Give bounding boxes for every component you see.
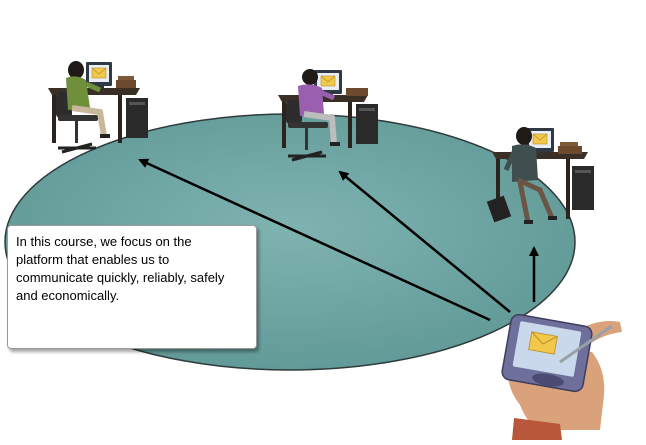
person-icon [503,127,557,224]
person-icon [56,61,110,154]
email-envelope-icon [91,67,107,79]
handheld-device [501,313,622,440]
callout-text: In this course, we focus on the platform… [16,234,225,303]
stylus [559,324,613,364]
arrow-icon [138,158,491,322]
workstation-right [486,127,594,224]
workstation-center [278,69,378,162]
workstation-icon [486,128,594,223]
course-note-callout: In this course, we focus on the platform… [7,225,257,349]
workstation-left [48,61,148,154]
email-envelope-icon [320,75,336,87]
arrow-icon [338,170,511,313]
message-arrows [138,158,539,322]
email-envelope-icon [528,331,558,355]
person-icon [286,69,340,162]
email-envelope-icon [532,133,548,145]
